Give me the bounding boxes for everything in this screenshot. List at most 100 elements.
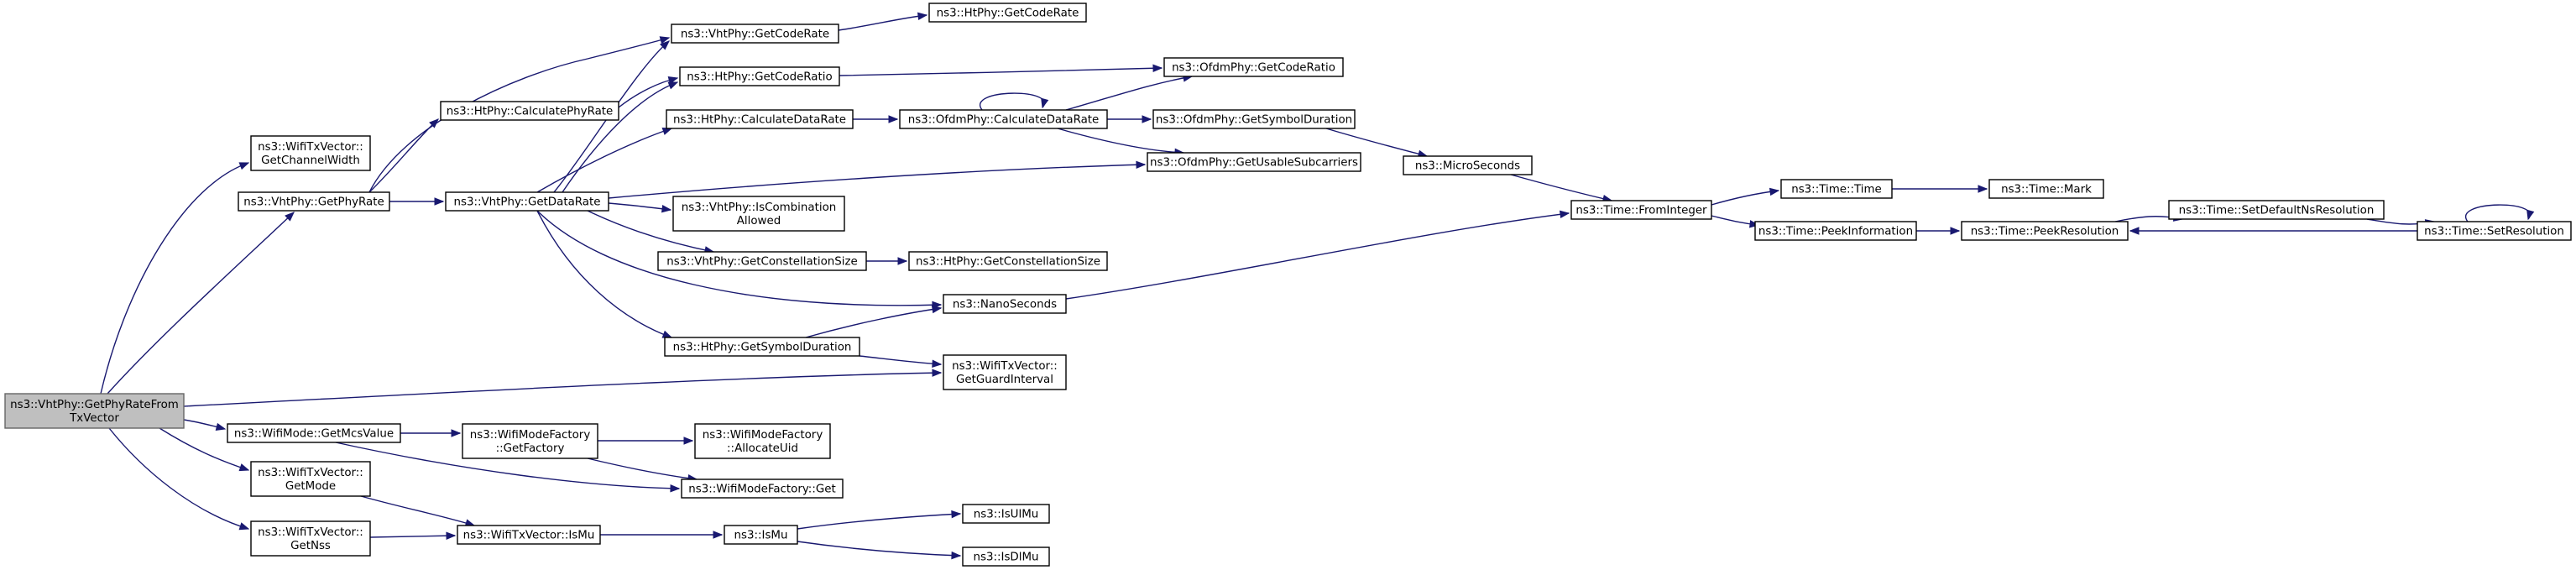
edge-root-to-wm_getMcsValue — [183, 419, 227, 431]
node-label: ns3::OfdmPhy::GetUsableSubcarriers — [1150, 157, 1358, 170]
node-box — [462, 423, 598, 459]
edge-line — [107, 212, 295, 395]
node-vht-getConstellationSize[interactable]: ns3::VhtPhy::GetConstellationSize — [657, 251, 867, 271]
node-label: ns3::VhtPhy::IsCombination — [682, 201, 837, 214]
node-ofdm-calculateDataRate[interactable]: ns3::OfdmPhy::CalculateDataRate — [899, 109, 1108, 129]
node-label: ns3::OfdmPhy::GetSymbolDuration — [1156, 114, 1352, 127]
node-time-time[interactable]: ns3::Time::Time — [1780, 179, 1893, 199]
arrowhead — [238, 522, 250, 531]
node-ht-getSymbolDuration[interactable]: ns3::HtPhy::GetSymbolDuration — [664, 337, 860, 357]
arrowhead — [1769, 187, 1780, 196]
edge-ht_getCodeRatio-to-ofdm_getCodeRatio — [839, 64, 1163, 76]
node-wmf-allocateUid[interactable]: ns3::WifiModeFactory::AllocateUid — [694, 423, 831, 459]
node-box — [250, 520, 371, 557]
edge-wm_getMcsValue-to-wmf_getFactory — [400, 429, 462, 437]
node-txv-getNss[interactable]: ns3::WifiTxVector::GetNss — [250, 520, 371, 557]
node-txv-getMode[interactable]: ns3::WifiTxVector::GetMode — [250, 461, 371, 497]
node-wmf-getFactory[interactable]: ns3::WifiModeFactory::GetFactory — [462, 423, 598, 459]
edge-ht_calculateDataRate-to-ofdm_calculateDataRate — [853, 115, 899, 123]
node-isDlMu[interactable]: ns3::IsDlMu — [962, 546, 1050, 567]
node-time-fromInteger[interactable]: ns3::Time::FromInteger — [1570, 200, 1712, 220]
node-vht-getDataRate[interactable]: ns3::VhtPhy::GetDataRate — [445, 191, 609, 212]
node-box — [672, 196, 845, 232]
node-label: GetNss — [290, 540, 331, 552]
node-label: ns3::VhtPhy::GetCodeRate — [681, 29, 829, 41]
edge-line — [838, 14, 927, 31]
edge-nanoSeconds-to-time_fromInteger — [1065, 210, 1570, 300]
edge-isMu-to-isDlMu — [797, 541, 962, 560]
node-isUlMu[interactable]: ns3::IsUlMu — [962, 504, 1050, 524]
edge-time_setResolution-to-time_setResolution — [2464, 204, 2535, 222]
node-txv-isMu[interactable]: ns3::WifiTxVector::IsMu — [457, 525, 601, 545]
arrowhead — [888, 115, 899, 123]
node-label: ns3::WifiModeFactory::Get — [688, 484, 835, 496]
edge-root-to-txv_getNss — [108, 427, 250, 531]
arrowhead — [917, 12, 928, 21]
edge-line — [608, 202, 671, 211]
node-ht-getConstellationSize[interactable]: ns3::HtPhy::GetConstellationSize — [908, 251, 1108, 271]
node-ofdm-getUsableSubcarriers[interactable]: ns3::OfdmPhy::GetUsableSubcarriers — [1147, 152, 1361, 172]
node-time-peekResolution[interactable]: ns3::Time::PeekResolution — [1961, 221, 2129, 241]
arrowhead — [1136, 160, 1147, 170]
arrowhead — [661, 330, 673, 338]
node-box — [962, 546, 1050, 567]
edge-vht_getDataRate-to-ht_getCodeRatio — [562, 81, 679, 193]
node-box — [681, 478, 844, 499]
node-box — [227, 423, 401, 443]
node-box — [928, 3, 1087, 23]
arrowhead — [238, 463, 250, 472]
node-label: ns3::Time::Time — [1791, 184, 1882, 196]
node-label: ns3::MicroSeconds — [1415, 160, 1520, 173]
nodes: ns3::VhtPhy::GetPhyRateFromTxVectorns3::… — [4, 3, 2572, 567]
node-box — [440, 101, 619, 121]
node-nanoSeconds[interactable]: ns3::NanoSeconds — [943, 294, 1067, 314]
arrowhead — [1152, 64, 1163, 73]
node-box — [943, 354, 1067, 390]
node-txv-getGuardInterval[interactable]: ns3::WifiTxVector::GetGuardInterval — [943, 354, 1067, 390]
arrowhead — [434, 197, 445, 206]
node-box — [943, 294, 1067, 314]
arrowhead — [931, 305, 943, 314]
arrowhead — [661, 205, 672, 213]
node-txv-getChannelWidth[interactable]: ns3::WifiTxVector::GetChannelWidth — [250, 135, 371, 171]
node-wmf-get[interactable]: ns3::WifiModeFactory::Get — [681, 478, 844, 499]
node-time-mark[interactable]: ns3::Time::Mark — [1988, 179, 2104, 199]
node-isMu[interactable]: ns3::IsMu — [724, 525, 798, 545]
edge-vht_getDataRate-to-vht_isCombinationAllowed — [608, 202, 672, 213]
node-ht-calculateDataRate[interactable]: ns3::HtPhy::CalculateDataRate — [666, 109, 854, 129]
node-box — [908, 251, 1108, 271]
node-label: ns3::HtPhy::CalculatePhyRate — [447, 106, 614, 118]
edge-line — [839, 67, 1163, 76]
node-label: ns3::Time::FromInteger — [1575, 205, 1707, 217]
edge-ht_getSymbolDuration-to-nanoSeconds — [805, 305, 943, 338]
edge-ofdm_calculateDataRate-to-ofdm_getCodeRatio — [1065, 74, 1194, 111]
node-vht-getPhyRate[interactable]: ns3::VhtPhy::GetPhyRate — [238, 191, 390, 212]
arrowhead — [1950, 227, 1961, 235]
node-time-setDefaultNsResolution[interactable]: ns3::Time::SetDefaultNsResolution — [2168, 200, 2385, 220]
node-box — [250, 461, 371, 497]
node-label: ns3::WifiTxVector:: — [258, 141, 363, 154]
node-microSeconds[interactable]: ns3::MicroSeconds — [1403, 155, 1533, 175]
node-label: ns3::IsUlMu — [974, 509, 1039, 521]
node-time-setResolution[interactable]: ns3::Time::SetResolution — [2417, 221, 2572, 241]
edge-vht_getDataRate-to-ht_getSymbolDuration — [536, 210, 673, 338]
node-time-peekInformation[interactable]: ns3::Time::PeekInformation — [1754, 221, 1917, 241]
edge-line — [536, 210, 672, 338]
node-ofdm-getCodeRatio[interactable]: ns3::OfdmPhy::GetCodeRatio — [1163, 57, 1344, 77]
edge-line — [587, 210, 714, 253]
node-box — [666, 109, 854, 129]
edge-line — [1065, 76, 1193, 111]
edge-txv_getNss-to-txv_isMu — [369, 531, 457, 540]
node-ht-getCodeRate[interactable]: ns3::HtPhy::GetCodeRate — [928, 3, 1087, 23]
node-vht-getCodeRate[interactable]: ns3::VhtPhy::GetCodeRate — [671, 24, 839, 44]
node-ht-getCodeRatio[interactable]: ns3::HtPhy::GetCodeRatio — [679, 66, 840, 86]
edge-vht_getPhyRate-to-ht_calculatePhyRate — [368, 118, 439, 193]
node-ht-calculatePhyRate[interactable]: ns3::HtPhy::CalculatePhyRate — [440, 101, 619, 121]
edge-line — [368, 118, 439, 193]
node-wm-getMcsValue[interactable]: ns3::WifiMode::GetMcsValue — [227, 423, 401, 443]
node-ofdm-getSymbolDuration[interactable]: ns3::OfdmPhy::GetSymbolDuration — [1152, 109, 1356, 129]
edge-line — [2464, 204, 2532, 222]
